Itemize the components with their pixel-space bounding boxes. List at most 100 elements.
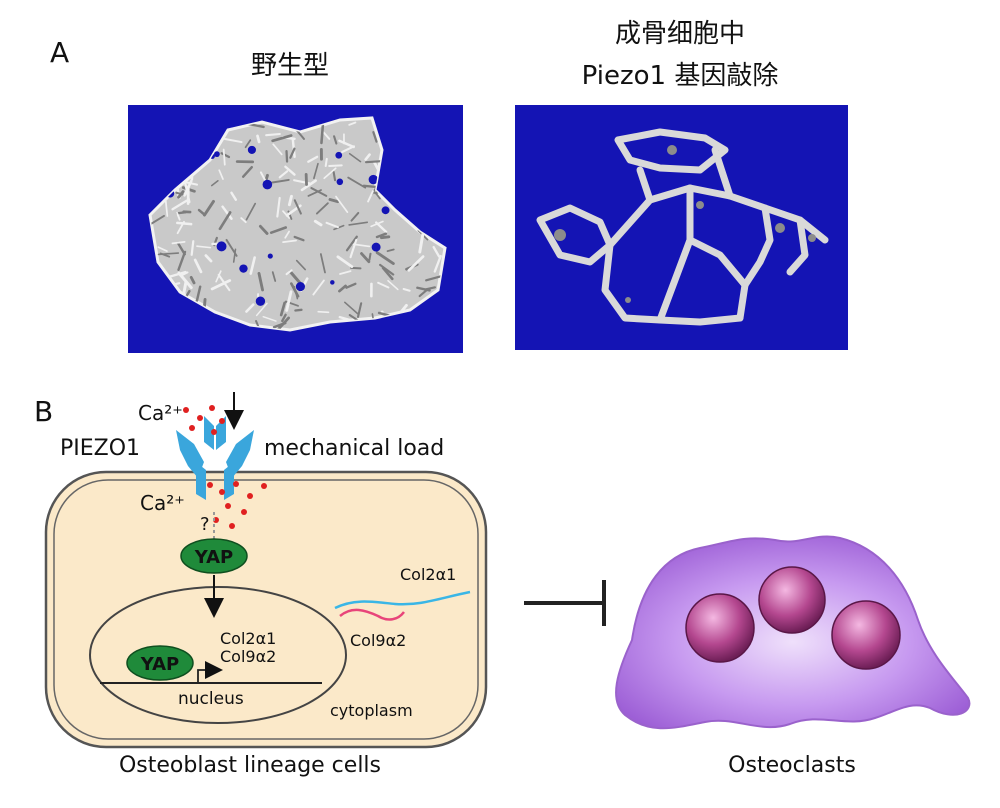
trabecular-strand xyxy=(225,238,238,257)
trabecular-strand xyxy=(245,303,255,313)
trabecular-strand xyxy=(313,162,319,180)
trabecular-strand xyxy=(164,195,169,217)
trabecular-strand xyxy=(255,302,268,317)
trabecular-strand xyxy=(181,180,199,186)
trabecular-strand xyxy=(276,196,281,218)
trabecular-strand xyxy=(370,220,384,228)
yap-nucleus xyxy=(126,645,194,681)
marrow-gap xyxy=(214,151,220,158)
target-gene-col2a1: Col2α1 xyxy=(220,629,276,648)
trabecular-strand xyxy=(240,217,247,224)
trabecular-strand xyxy=(195,285,202,302)
cytoplasm-label: cytoplasm xyxy=(330,701,413,720)
trabecular-strand xyxy=(350,211,360,222)
trabecular-strand xyxy=(313,219,323,227)
knockout-title-line1: 成骨细胞中 xyxy=(615,19,745,49)
trabecular-strand xyxy=(345,235,358,252)
marrow-gap xyxy=(262,179,273,190)
trabecular-strand xyxy=(315,202,329,215)
trabecular-strand xyxy=(362,184,378,189)
trabecular-strand xyxy=(375,232,388,239)
marrow-gap xyxy=(330,280,335,285)
trabecular-strand xyxy=(348,152,362,163)
trabecular-strand xyxy=(222,148,226,166)
trabecular-strand xyxy=(210,180,219,187)
trabecular-strand xyxy=(218,211,232,231)
trabecular-strand xyxy=(324,157,328,168)
target-gene-col9a2: Col9α2 xyxy=(220,647,276,666)
trabecular-strand xyxy=(338,139,355,149)
trabecular-strand xyxy=(271,271,277,282)
trabecular-strand xyxy=(285,150,289,163)
trabecular-strand xyxy=(203,199,215,217)
trabecular-strand xyxy=(356,302,363,318)
trabecular-strand xyxy=(335,195,349,213)
trabecular-strand xyxy=(377,281,390,289)
trabecular-strand xyxy=(325,221,339,229)
trabecular-strand xyxy=(333,135,338,145)
trabecular-strand xyxy=(271,134,293,143)
trabecular-strand xyxy=(197,208,206,216)
piezo1-label: PIEZO1 xyxy=(60,436,140,461)
trabecular-strand xyxy=(257,271,264,292)
trabecular-strand xyxy=(375,251,395,265)
trabecular-strand xyxy=(386,248,395,253)
trabecular-strand xyxy=(223,138,243,144)
trabecular-strand xyxy=(300,179,317,192)
yap-cytoplasm-label: YAP xyxy=(194,547,233,568)
mrna-col2a1-label: Col2α1 xyxy=(400,565,456,584)
trabecular-strand xyxy=(177,190,185,199)
trabecular-strand xyxy=(317,310,330,314)
trabecular-strand xyxy=(176,221,193,226)
trabecular-strand xyxy=(365,160,383,164)
trabecular-strand xyxy=(284,165,296,176)
marrow-gap xyxy=(267,253,273,259)
knockout-title-line2: Piezo1 基因敲除 xyxy=(582,61,779,91)
trabecular-strand xyxy=(230,191,238,201)
marrow-gap xyxy=(295,281,305,292)
trabecular-strand xyxy=(348,221,369,226)
trabecular-strand xyxy=(360,252,371,264)
trabecular-strand xyxy=(157,246,168,252)
trabecular-strand xyxy=(177,250,187,271)
trabecular-strand xyxy=(307,155,319,163)
trabecular-strand xyxy=(284,230,290,239)
trabecular-strand xyxy=(425,275,443,282)
trabecular-strand xyxy=(171,199,188,211)
wild-type-microct-image xyxy=(128,105,463,353)
question-mark: ? xyxy=(200,514,210,535)
trabecular-strand xyxy=(320,124,325,145)
trabecular-strand xyxy=(285,269,293,276)
trabecular-strand xyxy=(221,205,233,220)
trabecular-strand xyxy=(279,301,286,317)
trabecular-strand xyxy=(232,248,237,263)
trabecular-strand xyxy=(244,139,252,149)
trabecular-strand xyxy=(184,182,191,204)
trabecular-strand xyxy=(418,288,429,298)
marrow-gap xyxy=(239,264,248,273)
trabecular-strand xyxy=(215,270,222,283)
trabecular-strand xyxy=(287,194,293,207)
inhibition-symbol xyxy=(524,580,606,626)
trabecular-strand xyxy=(258,224,269,235)
trabecular-strand xyxy=(307,189,322,197)
trabecular-strand xyxy=(402,288,411,292)
trabecular-strand xyxy=(290,282,300,298)
trabecular-strand xyxy=(345,282,357,289)
trabecular-strand xyxy=(245,202,257,221)
trabecular-strand xyxy=(344,301,359,315)
trabecular-strand xyxy=(367,190,374,203)
panel-b-label: B xyxy=(34,395,53,428)
trabecular-strand xyxy=(171,241,186,245)
trabecular-strand xyxy=(380,235,391,240)
osteoclast-nucleus-right xyxy=(831,600,901,670)
trabecular-strand xyxy=(319,253,326,274)
trabecular-strand xyxy=(339,270,352,275)
wild-type-title: 野生型 xyxy=(251,51,329,81)
yap-nucleus-label: YAP xyxy=(140,654,179,675)
transcription-arrow xyxy=(197,661,223,683)
mrna-col9a2-strand xyxy=(339,608,405,621)
panel-a-label: A xyxy=(50,36,69,69)
trabecular-strand xyxy=(381,266,394,281)
